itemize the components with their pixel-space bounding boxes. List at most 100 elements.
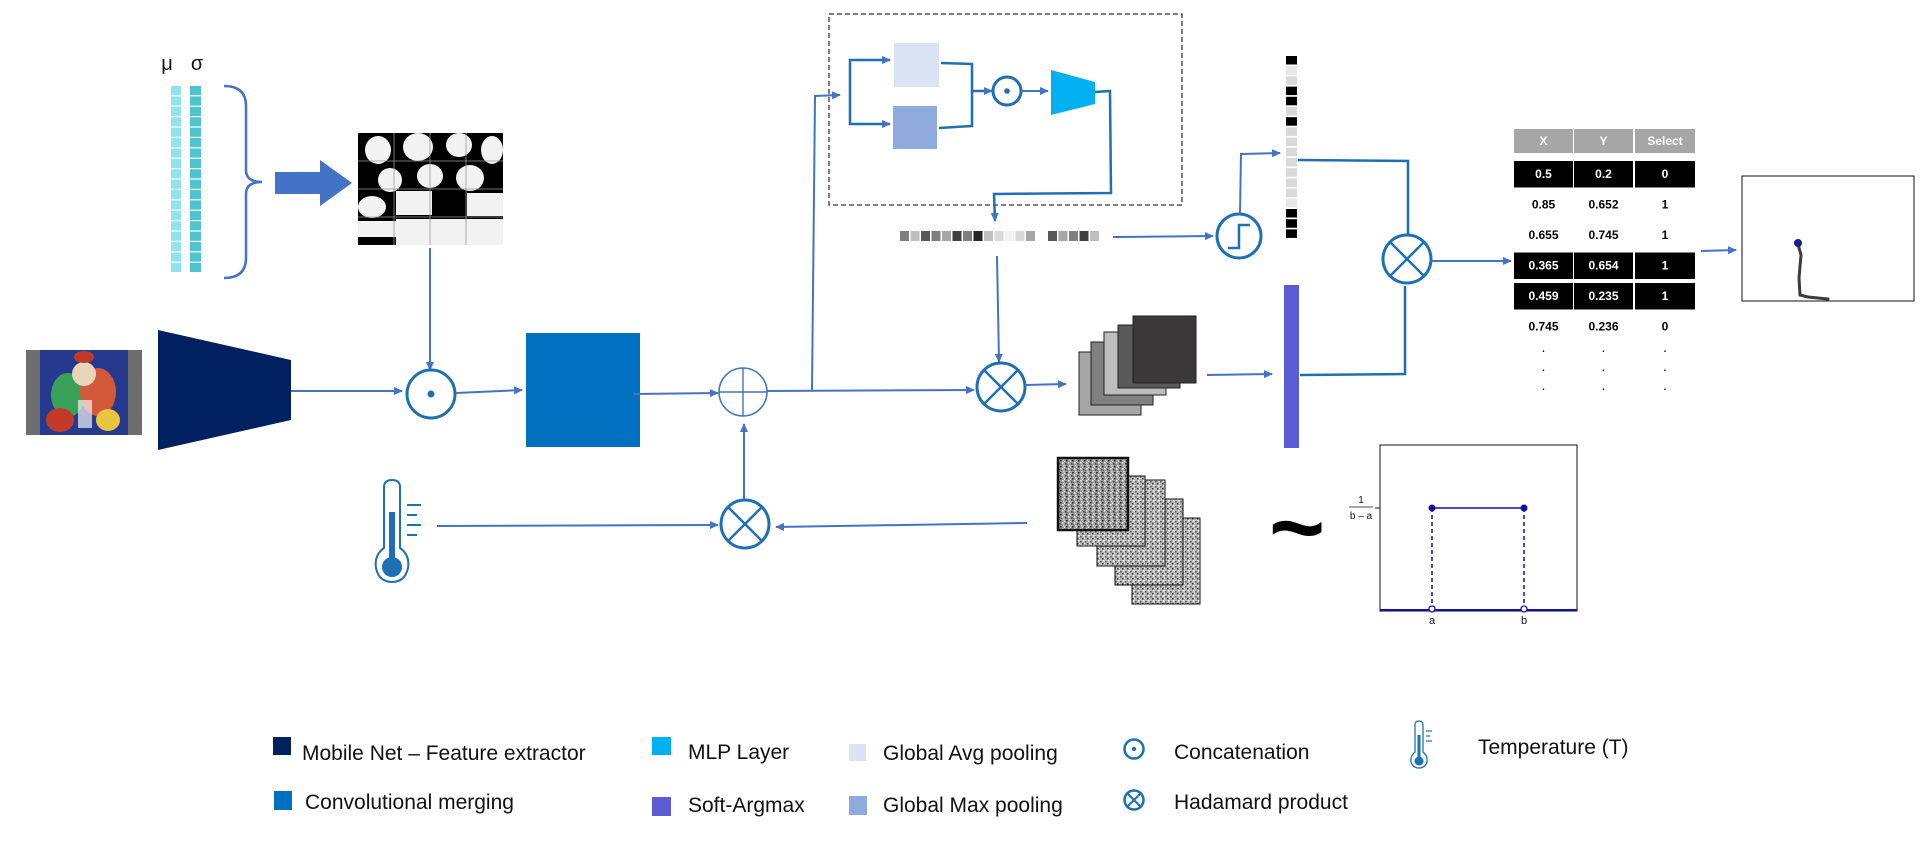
mu-cell <box>171 96 181 106</box>
selection-cell <box>1286 209 1297 218</box>
uniform-distribution-plot: 1 b – a a b <box>1349 444 1578 627</box>
table-cell: 0.235 <box>1588 289 1618 303</box>
sigma-cell <box>190 221 201 231</box>
mu-cell <box>171 86 181 96</box>
mu-cell <box>171 190 181 200</box>
mu-label: μ <box>161 53 173 75</box>
mlp-layer-block <box>1051 70 1095 115</box>
table-cell: 1 <box>1662 198 1669 212</box>
table-cell: 0.365 <box>1528 259 1558 273</box>
legend-label-mobilenet: Mobile Net – Feature extractor <box>302 742 586 765</box>
legend-label-concatenation: Concatenation <box>1174 741 1309 764</box>
table-cell-bg <box>1514 161 1573 188</box>
sigma-cell <box>190 242 201 252</box>
table-header-label: X <box>1539 134 1547 148</box>
table-cell-bg <box>1514 252 1573 279</box>
table-cell-bg <box>1635 161 1695 188</box>
attention-cell <box>994 231 1004 241</box>
table-cell: 0.459 <box>1528 289 1558 303</box>
brace <box>223 84 263 280</box>
mu-cell <box>171 106 181 116</box>
mu-cell <box>171 242 181 252</box>
attention-cell <box>1048 231 1057 241</box>
legend-label-hadamard: Hadamard product <box>1174 791 1348 814</box>
selection-cell <box>1286 178 1297 187</box>
mu-cell <box>171 231 181 241</box>
selection-cell <box>1286 168 1297 177</box>
sigma-cell <box>190 231 201 241</box>
legend-swatch-soft-argmax <box>652 797 671 816</box>
selection-cell <box>1286 107 1297 116</box>
table-header-cell <box>1514 129 1573 153</box>
attention-cell <box>963 231 972 241</box>
sigma-cell <box>190 169 201 179</box>
table-ellipsis: . <box>1602 358 1606 374</box>
legend-swatch-mlp <box>652 737 671 755</box>
mu-cell <box>171 148 181 158</box>
selection-cell <box>1286 137 1297 147</box>
mu-cell <box>171 169 181 179</box>
global-avg-pooling-block <box>894 43 939 87</box>
mu-cell <box>171 179 181 189</box>
selection-cell <box>1286 127 1297 136</box>
table-ellipsis: . <box>1542 377 1546 393</box>
mobilenet-feature-extractor <box>158 330 291 450</box>
selection-cell <box>1286 188 1297 198</box>
mu-vector <box>171 86 181 272</box>
table-header-label: Y <box>1599 134 1607 148</box>
selection-cell <box>1286 86 1297 96</box>
table-cell-bg <box>1574 161 1633 188</box>
table-header-label: Select <box>1647 134 1682 148</box>
selection-cell <box>1286 198 1297 208</box>
selection-cell <box>1286 158 1297 167</box>
legend-thermometer-icon <box>1410 720 1432 769</box>
legend-label-mlp: MLP Layer <box>688 741 789 764</box>
table-ellipsis: . <box>1663 339 1667 355</box>
legend-label-temperature: Temperature (T) <box>1478 736 1629 759</box>
sigma-cell <box>190 190 201 200</box>
concatenation-op <box>405 368 457 420</box>
selection-cell <box>1286 56 1297 65</box>
mu-cell <box>171 158 181 168</box>
sigma-cell <box>190 127 201 137</box>
table-ellipsis: . <box>1542 358 1546 374</box>
sigma-cell <box>190 200 201 210</box>
global-max-pooling-block <box>893 106 937 149</box>
attention-cell <box>1069 231 1078 241</box>
selection-cell <box>1286 147 1297 157</box>
attention-cell <box>1015 231 1025 241</box>
table-cell: 0.85 <box>1532 198 1556 212</box>
table-cell: 1 <box>1662 228 1669 242</box>
table-cell: 0.745 <box>1588 228 1618 242</box>
table-cell: 0 <box>1662 167 1669 181</box>
legend-hadamard-icon <box>1123 789 1145 811</box>
table-ellipsis: . <box>1663 377 1667 393</box>
attention-cell <box>1079 231 1089 241</box>
soft-argmax-bar <box>1284 285 1299 448</box>
convolutional-merging-block <box>526 333 640 447</box>
legend-swatch-gap <box>849 744 866 761</box>
attention-cell <box>952 231 962 241</box>
hadamard-op-noise <box>719 498 771 550</box>
sigma-cell <box>190 148 201 158</box>
table-cell: 0.652 <box>1588 198 1618 212</box>
selection-vector <box>1286 56 1297 238</box>
attention-cell <box>1026 231 1035 241</box>
table-cell-bg <box>1574 283 1633 310</box>
sigma-cell <box>190 138 201 148</box>
attention-module-box <box>828 13 1183 206</box>
step-function-op <box>1215 212 1263 260</box>
legend-swatch-mobilenet <box>273 737 291 755</box>
mu-cell <box>171 117 181 127</box>
thermometer-icon <box>374 478 421 584</box>
attention-cell <box>1005 231 1014 241</box>
selection-cell <box>1286 76 1297 85</box>
sigma-cell <box>190 179 201 189</box>
selection-cell <box>1286 66 1297 75</box>
table-cell: 0.236 <box>1588 320 1618 334</box>
selection-cell <box>1286 96 1297 106</box>
table-cell: 1 <box>1662 289 1669 303</box>
attention-cell <box>973 231 983 241</box>
